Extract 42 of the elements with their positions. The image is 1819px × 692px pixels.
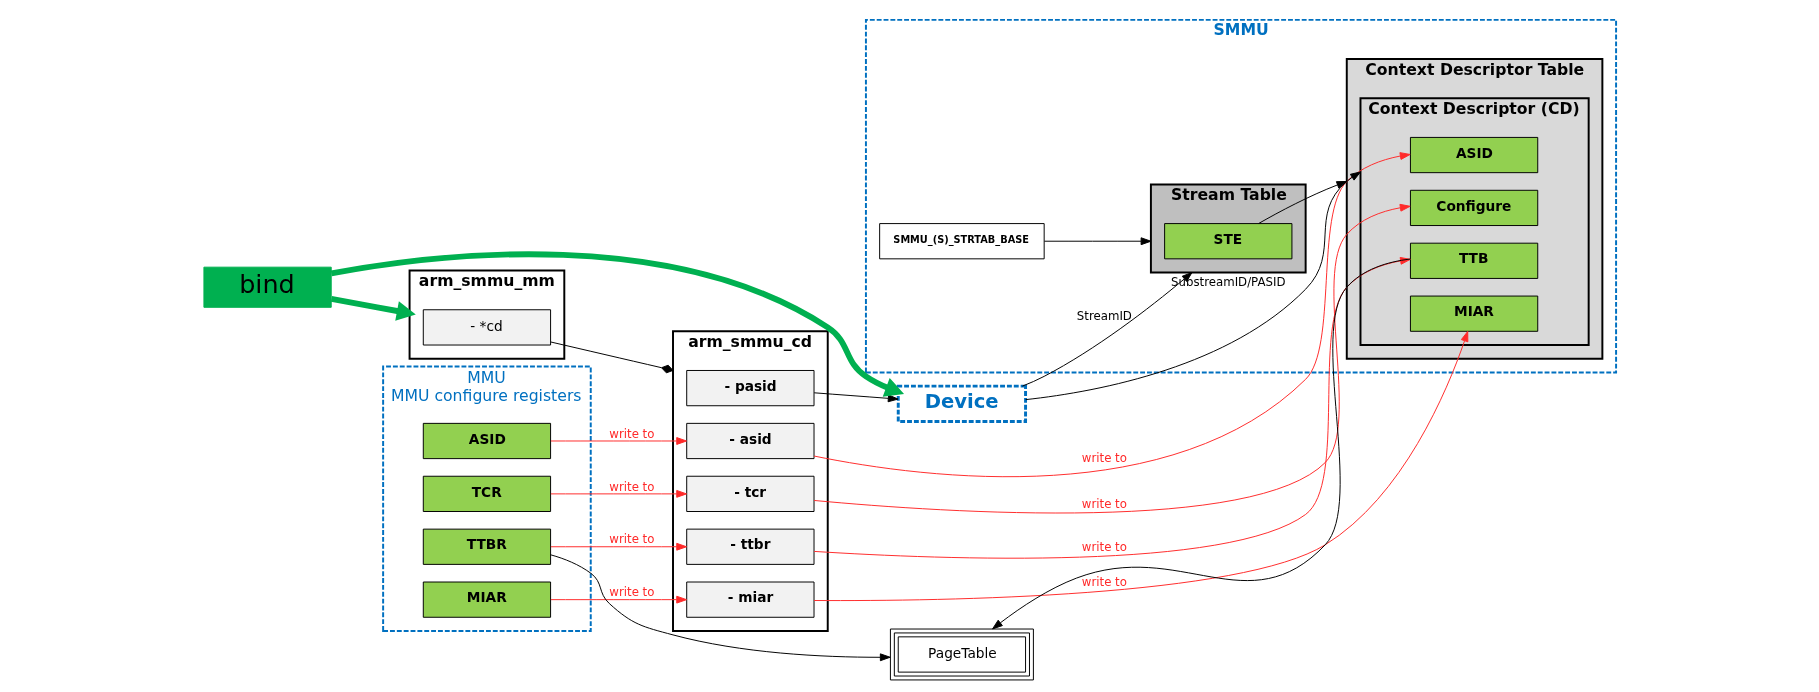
node-box: - asid: [685, 422, 814, 460]
node-box: ASID: [1409, 136, 1538, 174]
node-box: Configure: [1409, 189, 1538, 227]
node-box: PageTable: [889, 628, 1034, 681]
arrow: [813, 392, 899, 403]
node-box: SMMU_(S)_STRTAB_BASE: [878, 223, 1045, 260]
node-box: TCR: [422, 475, 551, 512]
arrow: [549, 554, 891, 662]
arrow: [549, 542, 687, 551]
arrow: [330, 295, 416, 321]
node-box: - *cd: [422, 309, 551, 346]
node-box: MIAR: [1409, 295, 1538, 332]
arrow: [1021, 272, 1192, 387]
edge-label: write to: [1081, 451, 1127, 466]
node-box: - pasid: [685, 370, 814, 407]
edge-label: write to: [1081, 574, 1127, 589]
node-box: - ttbr: [685, 528, 814, 565]
arrow: [1257, 181, 1347, 224]
node-box: bind: [202, 266, 332, 308]
node-box: STE: [1163, 223, 1292, 260]
node-box: TTB: [1409, 242, 1538, 279]
node-box: MIAR: [422, 581, 551, 618]
arrow: [549, 437, 687, 445]
node-box: Device: [896, 384, 1027, 423]
edge-label: write to: [1081, 497, 1127, 512]
edge-label: write to: [608, 479, 654, 494]
edge-label: write to: [608, 532, 654, 547]
edge-label: write to: [608, 426, 654, 441]
connector: [549, 341, 673, 374]
arrow: [1024, 171, 1361, 401]
node-box: - miar: [685, 581, 814, 618]
edge-label: write to: [1081, 540, 1127, 555]
arrow: [813, 330, 1468, 602]
node-box: - tcr: [685, 475, 814, 512]
node-box: TTBR: [422, 528, 551, 565]
arrow: [330, 251, 904, 397]
arrow: [1043, 237, 1151, 246]
node-box: ASID: [422, 422, 551, 460]
arrow: [549, 595, 687, 604]
edge-label: write to: [608, 585, 654, 600]
edge-label: StreamID: [1076, 309, 1132, 324]
arrow: [549, 489, 687, 498]
